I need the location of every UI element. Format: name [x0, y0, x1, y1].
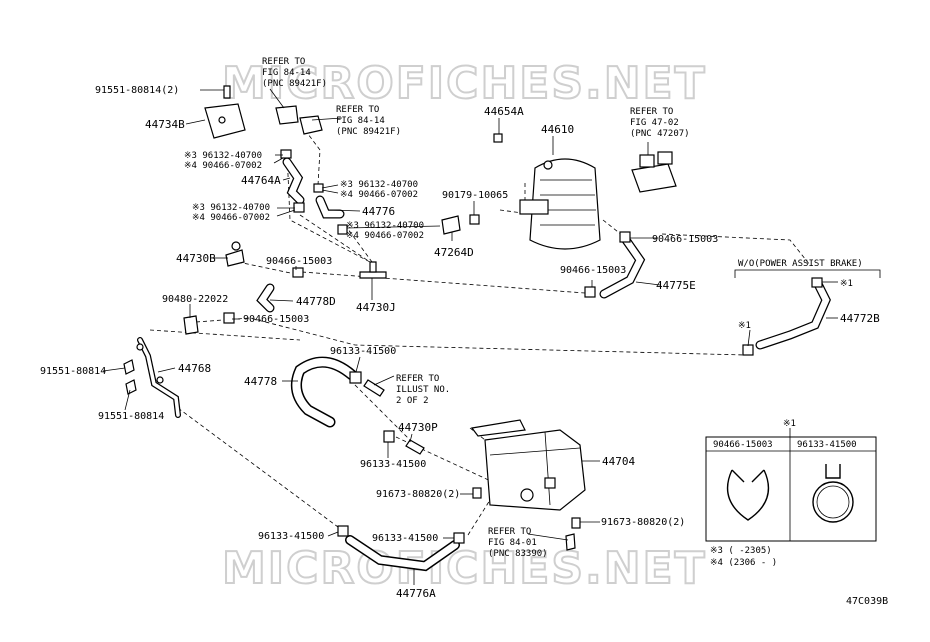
hose-44778D	[223, 267, 304, 324]
label-44776A: 44776A	[396, 587, 436, 600]
connector-fig84-14-b	[299, 115, 323, 135]
label-96132-4: ※3 96132-40700	[346, 221, 424, 231]
brake-booster-44610	[519, 158, 601, 250]
clip-table-frame	[705, 436, 877, 542]
clip-table-col2: 96133-41500	[797, 440, 857, 450]
label-90466-15003-a: 90466-15003	[266, 256, 332, 267]
label-90466-2: ※4 90466-07002	[192, 213, 270, 223]
spring-clip-96133-icon	[812, 464, 854, 523]
note-x4: ※4 (2306 - )	[710, 558, 777, 568]
wo-bracket-line	[734, 269, 881, 278]
label-44768: 44768	[178, 362, 211, 375]
label-x1-a: ※1	[840, 279, 853, 289]
clip-table: ※1 90466-15003 96133-41500 ※3 ( -2305) ※…	[705, 419, 877, 568]
connector-44730P	[383, 430, 425, 455]
label-90466-15003-c: 90466-15003	[652, 234, 718, 245]
label-47264D: 47264D	[434, 246, 474, 259]
label-44730J: 44730J	[356, 301, 396, 314]
clamp-44730B	[225, 241, 245, 267]
label-96133-d: 96133-41500	[372, 533, 438, 544]
label-96132-3: ※3 96132-40700	[340, 180, 418, 190]
refer1-line1: REFER TO	[262, 57, 305, 67]
refer1-line2: FIG 84-14	[262, 68, 311, 78]
label-96133-c: 96133-41500	[258, 531, 324, 542]
label-44778: 44778	[244, 375, 277, 388]
label-90466-3: ※4 90466-07002	[340, 190, 418, 200]
nut-44654A	[493, 133, 503, 143]
bolt-91673-a	[472, 487, 482, 499]
connector-fig84-14-a	[275, 105, 299, 125]
hose-44776	[313, 183, 348, 235]
refer5-line3: (PNC 83390)	[488, 549, 548, 559]
vacuum-tank-44704	[470, 419, 586, 551]
leader-lines	[102, 88, 838, 585]
hose-44775E	[584, 231, 646, 299]
part-labels: 91551-80814(2) 44734B REFER TO FIG 84-14…	[40, 57, 888, 607]
label-90466-1: ※4 90466-07002	[184, 161, 262, 171]
label-96132-2: ※3 96132-40700	[192, 203, 270, 213]
label-90466-4: ※4 90466-07002	[346, 231, 424, 241]
label-91551-mid: 91551-80814	[40, 366, 106, 377]
refer2-line3: (PNC 89421F)	[336, 127, 401, 137]
watermark-bottom: MICROFICHES.NET	[222, 543, 707, 594]
label-91551-top: 91551-80814(2)	[95, 85, 179, 96]
label-44610: 44610	[541, 123, 574, 136]
spring-clip-90466-icon	[726, 469, 770, 521]
label-96133-a: 96133-41500	[330, 346, 396, 357]
tee-44730J	[359, 261, 387, 279]
label-91551-low: 91551-80814	[98, 411, 164, 422]
refer4-line2: ILLUST NO.	[396, 385, 450, 395]
label-wo-power-assist: W/O(POWER ASSIST BRAKE)	[738, 259, 863, 269]
hose-44764A	[280, 149, 305, 213]
label-96132-1: ※3 96132-40700	[184, 151, 262, 161]
label-96133-b: 96133-41500	[360, 459, 426, 470]
label-44730P: 44730P	[398, 421, 438, 434]
label-44775E: 44775E	[656, 279, 696, 292]
label-x1-b: ※1	[738, 321, 751, 331]
label-44734B: 44734B	[145, 118, 185, 131]
refer4-line1: REFER TO	[396, 374, 439, 384]
label-44764A: 44764A	[241, 174, 281, 187]
hose-44776A	[337, 525, 465, 572]
refer3-line2: FIG 47-02	[630, 118, 679, 128]
watermark-top: MICROFICHES.NET	[222, 58, 707, 109]
label-90480: 90480-22022	[162, 294, 228, 305]
refer4-line3: 2 OF 2	[396, 396, 429, 406]
nut-90179	[469, 214, 480, 225]
label-91673-a: 91673-80820(2)	[376, 489, 460, 500]
figure-code: 47C039B	[846, 596, 888, 607]
hose-44772B	[742, 277, 831, 356]
refer3-line3: (PNC 47207)	[630, 129, 690, 139]
refer1-line3: (PNC 89421F)	[262, 79, 327, 89]
clip-table-col1: 90466-15003	[713, 440, 773, 450]
hose-44778	[290, 356, 385, 428]
clip-table-marker: ※1	[783, 419, 796, 429]
pipe-44768	[123, 337, 181, 418]
bracket-47264D	[441, 215, 461, 235]
label-44704: 44704	[602, 455, 635, 468]
label-44730B: 44730B	[176, 252, 216, 265]
master-cylinder-47207	[631, 151, 677, 193]
label-90179: 90179-10065	[442, 190, 508, 201]
bolt-91673-b	[571, 517, 581, 529]
label-44776: 44776	[362, 205, 395, 218]
grommet-90480	[183, 315, 199, 335]
refer5-line2: FIG 84-01	[488, 538, 537, 548]
label-44654A: 44654A	[484, 105, 524, 118]
refer3-line1: REFER TO	[630, 107, 673, 117]
refer2-line2: FIG 84-14	[336, 116, 385, 126]
bracket-44734B	[204, 85, 246, 139]
label-90466-15003-d: 90466-15003	[560, 265, 626, 276]
label-91673-b: 91673-80820(2)	[601, 517, 685, 528]
note-x3: ※3 ( -2305)	[710, 546, 772, 556]
refer5-line1: REFER TO	[488, 527, 531, 537]
label-44778D: 44778D	[296, 295, 336, 308]
label-90466-15003-b: 90466-15003	[243, 314, 309, 325]
label-44772B: 44772B	[840, 312, 880, 325]
refer2-line1: REFER TO	[336, 105, 379, 115]
